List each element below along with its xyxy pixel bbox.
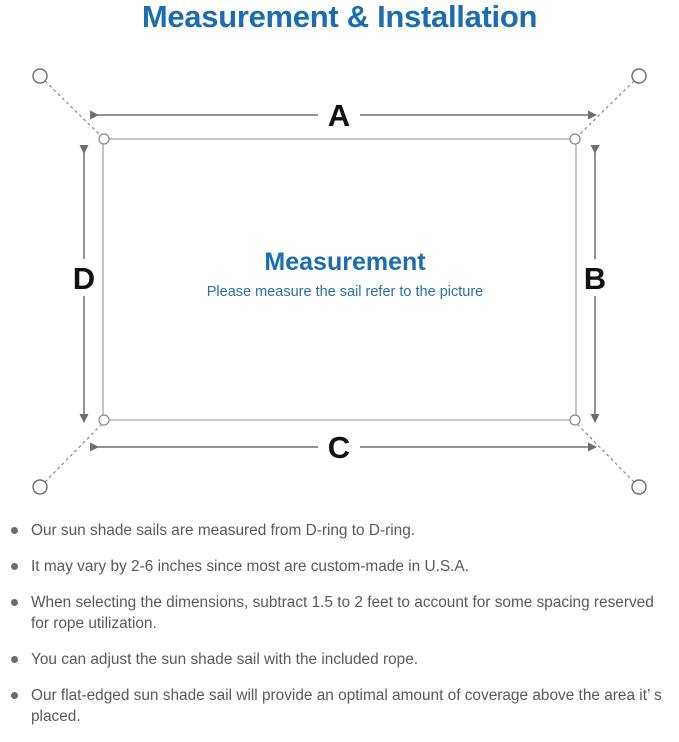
page-title: Measurement & Installation <box>141 0 538 34</box>
anchor-bottom-left <box>32 479 48 495</box>
d-ring-top-left <box>98 133 110 145</box>
sail-body <box>102 138 577 421</box>
rope-line-bottom-right <box>577 424 635 483</box>
bullet-icon <box>11 656 18 663</box>
diagram-container: A C D B Measurement Please measure the s… <box>0 48 679 518</box>
list-item-text: It may vary by 2-6 inches since most are… <box>31 558 469 575</box>
dimension-label-d: D <box>73 261 95 296</box>
list-item: You can adjust the sun shade sail with t… <box>0 649 679 670</box>
list-item: When selecting the dimensions, subtract … <box>0 592 679 634</box>
bullet-icon <box>11 563 18 570</box>
d-ring-top-right <box>569 133 581 145</box>
rope-line-top-right <box>577 80 635 137</box>
dimension-label-c: C <box>328 430 350 465</box>
dimension-label-a: A <box>328 98 350 133</box>
notes-list: Our sun shade sails are measured from D-… <box>0 520 679 742</box>
rope-line-top-left <box>44 80 102 137</box>
sail-measurement-diagram: A C D B Measurement Please measure the s… <box>32 68 647 495</box>
list-item-text: You can adjust the sun shade sail with t… <box>31 651 419 668</box>
list-item-text: Our flat-edged sun shade sail will provi… <box>31 687 662 725</box>
list-item: Our sun shade sails are measured from D-… <box>0 520 679 541</box>
d-ring-bottom-right <box>569 414 581 426</box>
sail-center-title: Measurement <box>264 248 426 276</box>
list-item: Our flat-edged sun shade sail will provi… <box>0 685 679 727</box>
list-item: It may vary by 2-6 inches since most are… <box>0 556 679 577</box>
d-ring-bottom-left <box>98 414 110 426</box>
anchor-bottom-right <box>631 479 647 495</box>
list-item-text: Our sun shade sails are measured from D-… <box>31 522 416 539</box>
anchor-top-left <box>32 68 48 84</box>
sail-center-subtitle: Please measure the sail refer to the pic… <box>207 284 483 300</box>
bullet-icon <box>11 692 18 699</box>
rope-line-bottom-left <box>44 424 102 483</box>
dimension-label-b: B <box>584 261 606 296</box>
list-item-text: When selecting the dimensions, subtract … <box>31 594 654 632</box>
bullet-icon <box>11 527 18 534</box>
bullet-icon <box>11 599 18 606</box>
anchor-top-right <box>631 68 647 84</box>
